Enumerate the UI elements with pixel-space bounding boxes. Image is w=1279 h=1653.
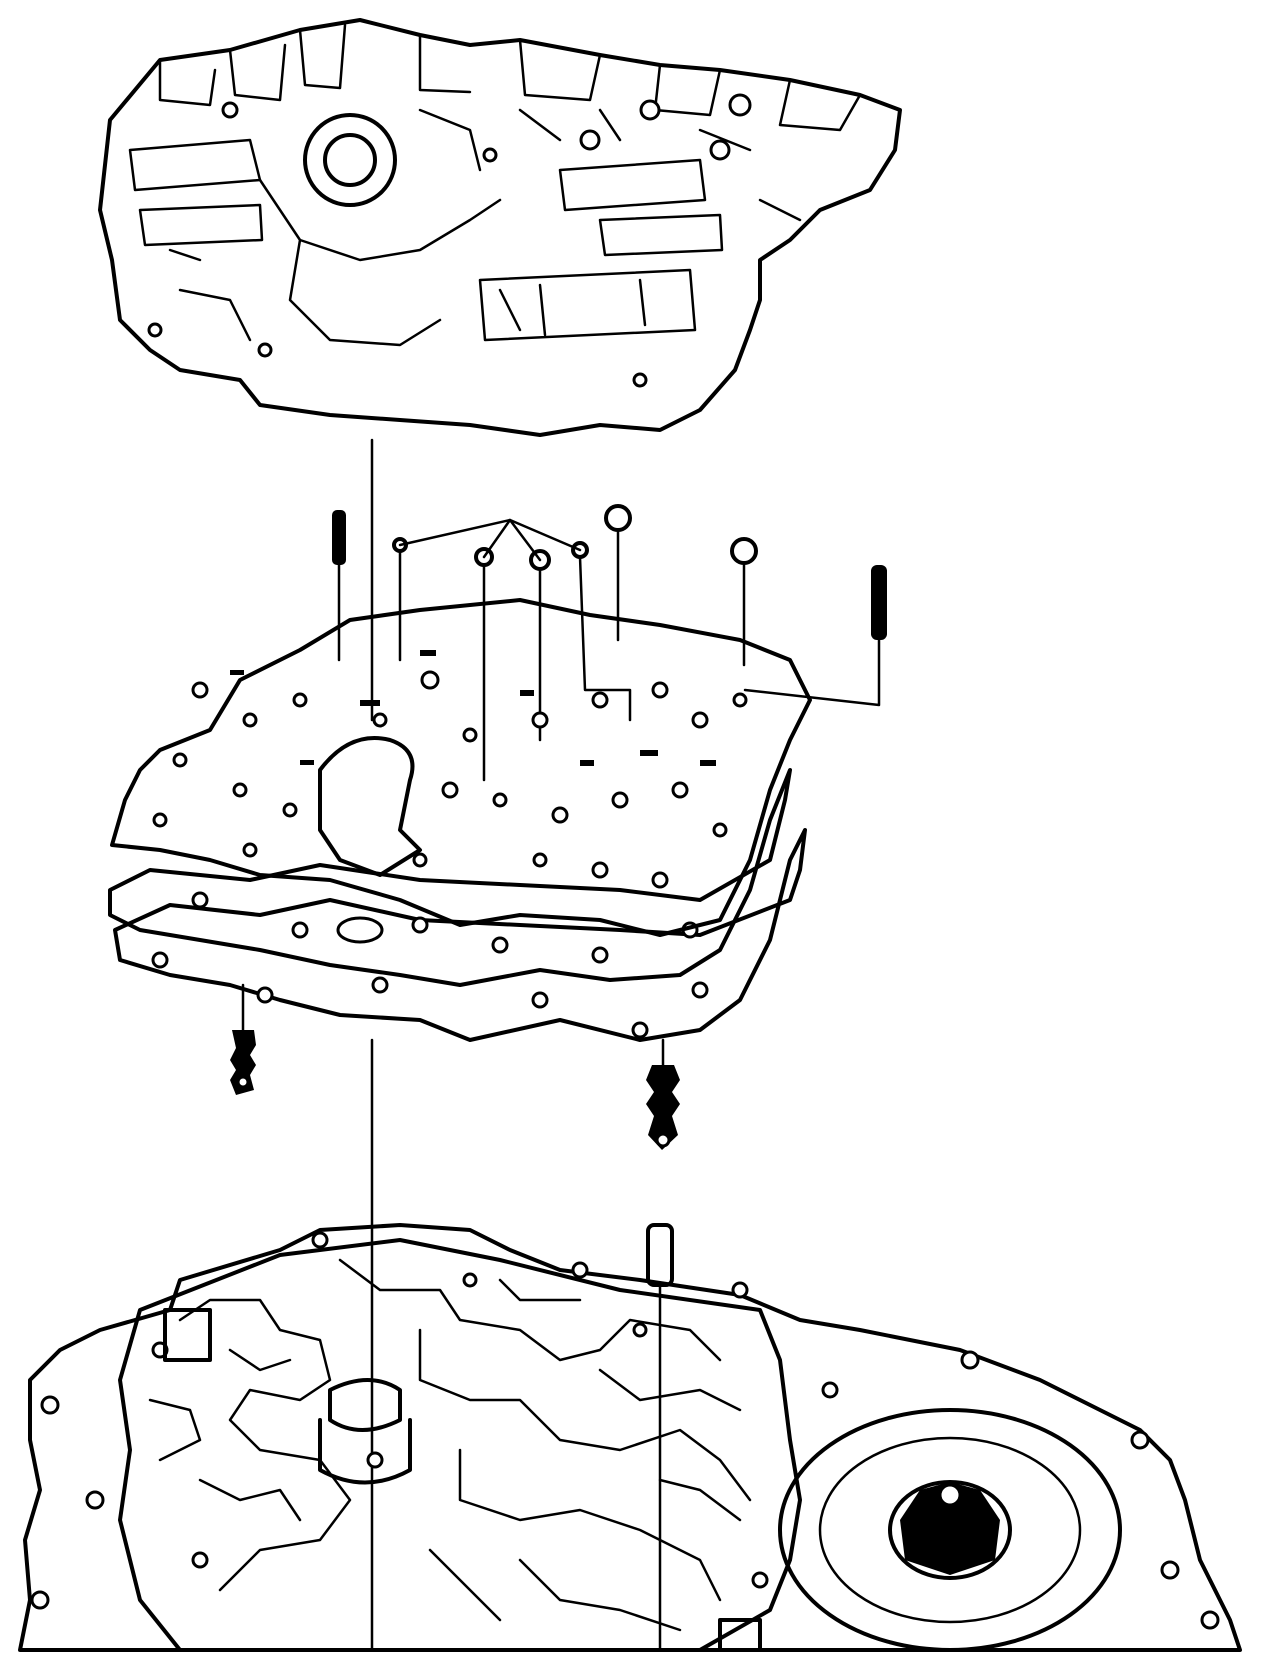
valve-body-channels: [168, 108, 802, 347]
spacer-plate: [108, 768, 792, 987]
upper-gasket: [110, 598, 812, 937]
screens: [230, 983, 680, 1150]
case-block: [163, 1308, 212, 1362]
check-ball: [730, 537, 758, 565]
case-outline: [18, 1223, 1242, 1652]
check-ball-pin-right: [871, 565, 887, 640]
check-balls: [332, 504, 887, 782]
valve-body: [98, 18, 902, 437]
valve-body-outline: [98, 18, 902, 437]
case-block: [718, 1618, 762, 1652]
case-differential: [778, 1408, 1122, 1652]
upper-gasket-holes: [152, 670, 748, 889]
screen-right: [646, 1065, 680, 1150]
check-ball-pin-left: [332, 510, 346, 565]
upper-gasket-slots: [230, 650, 716, 766]
valve-body-holes: [147, 93, 752, 388]
valve-body-boss: [303, 113, 397, 207]
check-ball: [604, 504, 632, 532]
screen-left: [230, 1030, 256, 1095]
case-passages: [148, 1258, 752, 1632]
valve-body-bores: [128, 138, 724, 342]
valve-body-boss-inner: [323, 133, 377, 187]
case-boss: [328, 1378, 402, 1432]
case-bolt-holes: [30, 1231, 1220, 1630]
case-valve-face: [118, 1238, 802, 1652]
valve-body-ridges: [158, 23, 862, 132]
transaxle-case: [18, 1223, 1242, 1652]
